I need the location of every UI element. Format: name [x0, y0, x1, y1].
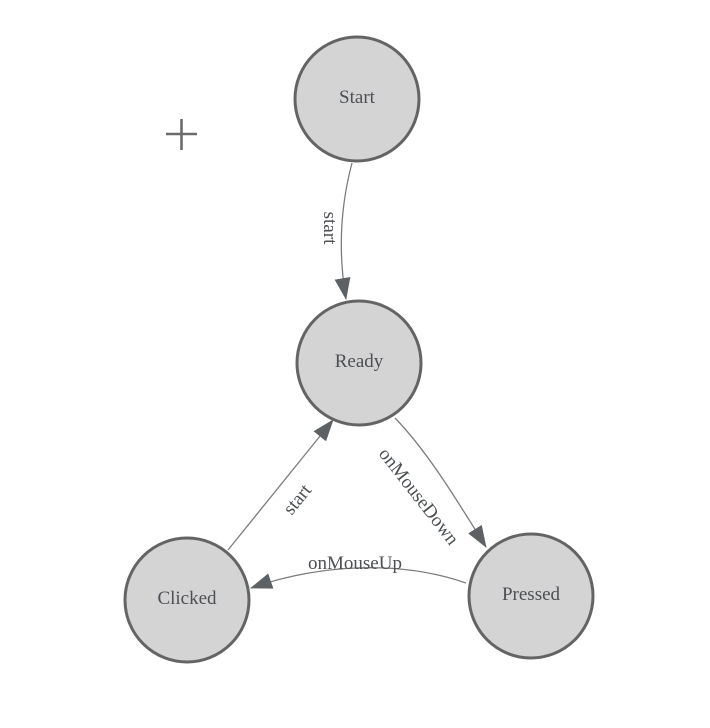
node-ready[interactable] [295, 299, 423, 427]
edge-start-to-ready[interactable] [334, 162, 353, 300]
edge-pressed-to-clicked[interactable] [250, 567, 467, 589]
edge-ready-to-pressed[interactable] [394, 417, 487, 548]
node-clicked[interactable] [123, 536, 251, 664]
edge-clicked-to-ready[interactable] [227, 419, 334, 551]
node-pressed[interactable] [467, 532, 595, 660]
node-start[interactable] [293, 35, 421, 163]
crosshair-icon [166, 119, 197, 150]
